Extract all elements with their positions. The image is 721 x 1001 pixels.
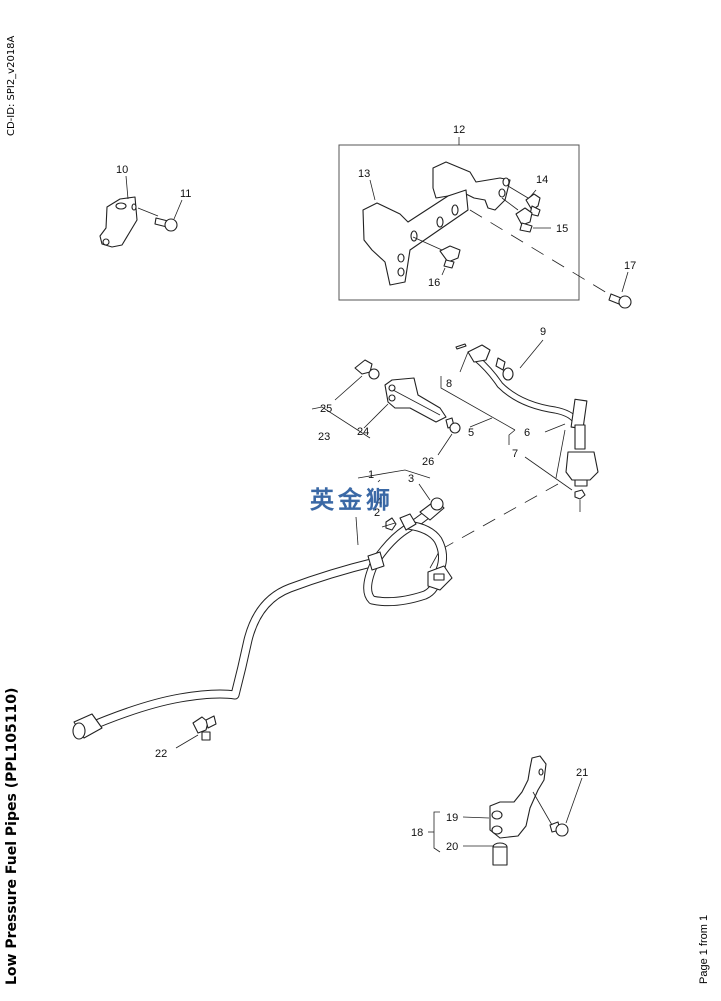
callout-4: 4 xyxy=(376,496,382,508)
part-14-clip[interactable] xyxy=(525,193,541,217)
fuel-sensor[interactable] xyxy=(565,398,599,487)
callout-7: 7 xyxy=(512,448,518,460)
callout-13: 13 xyxy=(358,168,370,180)
watermark-logo: 英金狮 xyxy=(310,486,394,514)
part-24-bracket[interactable] xyxy=(384,377,447,423)
callout-10: 10 xyxy=(116,164,128,176)
callout-5: 5 xyxy=(468,427,474,439)
part-26-bolt[interactable] xyxy=(445,417,461,434)
callout-1: 1 xyxy=(368,469,374,481)
callout-25: 25 xyxy=(320,403,332,415)
callout-14: 14 xyxy=(536,174,548,186)
callout-12: 12 xyxy=(453,124,465,136)
part-3-connector[interactable] xyxy=(419,497,445,521)
callout-15: 15 xyxy=(556,223,568,235)
part-11-bolt[interactable] xyxy=(154,217,178,232)
part-6-pipe[interactable] xyxy=(467,344,579,424)
part-7-clip[interactable] xyxy=(574,489,586,500)
callout-18: 18 xyxy=(411,827,423,839)
callout-16: 16 xyxy=(428,277,440,289)
callout-17: 17 xyxy=(624,260,636,272)
part-20-grommet[interactable] xyxy=(492,842,508,866)
part-19-bracket[interactable] xyxy=(489,755,547,839)
part-25-clip[interactable] xyxy=(354,359,380,380)
callout-23: 23 xyxy=(318,431,330,443)
callout-19: 19 xyxy=(446,812,458,824)
callout-2: 2 xyxy=(374,507,380,519)
callout-6: 6 xyxy=(524,427,530,439)
callout-24: 24 xyxy=(357,426,369,438)
callout-11: 11 xyxy=(180,188,191,200)
callout-3: 3 xyxy=(408,473,414,485)
callout-21: 21 xyxy=(576,767,588,779)
callout-9: 9 xyxy=(540,326,546,338)
part-10-bracket[interactable] xyxy=(99,196,138,248)
part-17-bolt[interactable] xyxy=(608,293,632,309)
part-1-fuel-pipe[interactable] xyxy=(72,507,453,740)
part-8-oring[interactable] xyxy=(455,343,467,350)
part-15-clip[interactable] xyxy=(515,207,533,233)
callout-8: 8 xyxy=(446,378,452,390)
part-9-bolt[interactable] xyxy=(495,357,514,381)
callout-26: 26 xyxy=(422,456,434,468)
part-16-clip[interactable] xyxy=(439,245,461,269)
part-21-bolt[interactable] xyxy=(549,821,569,837)
callout-20: 20 xyxy=(446,841,458,853)
part-22-clip[interactable] xyxy=(192,715,217,741)
callout-22: 22 xyxy=(155,748,167,760)
part-13-bracket[interactable] xyxy=(362,161,511,286)
